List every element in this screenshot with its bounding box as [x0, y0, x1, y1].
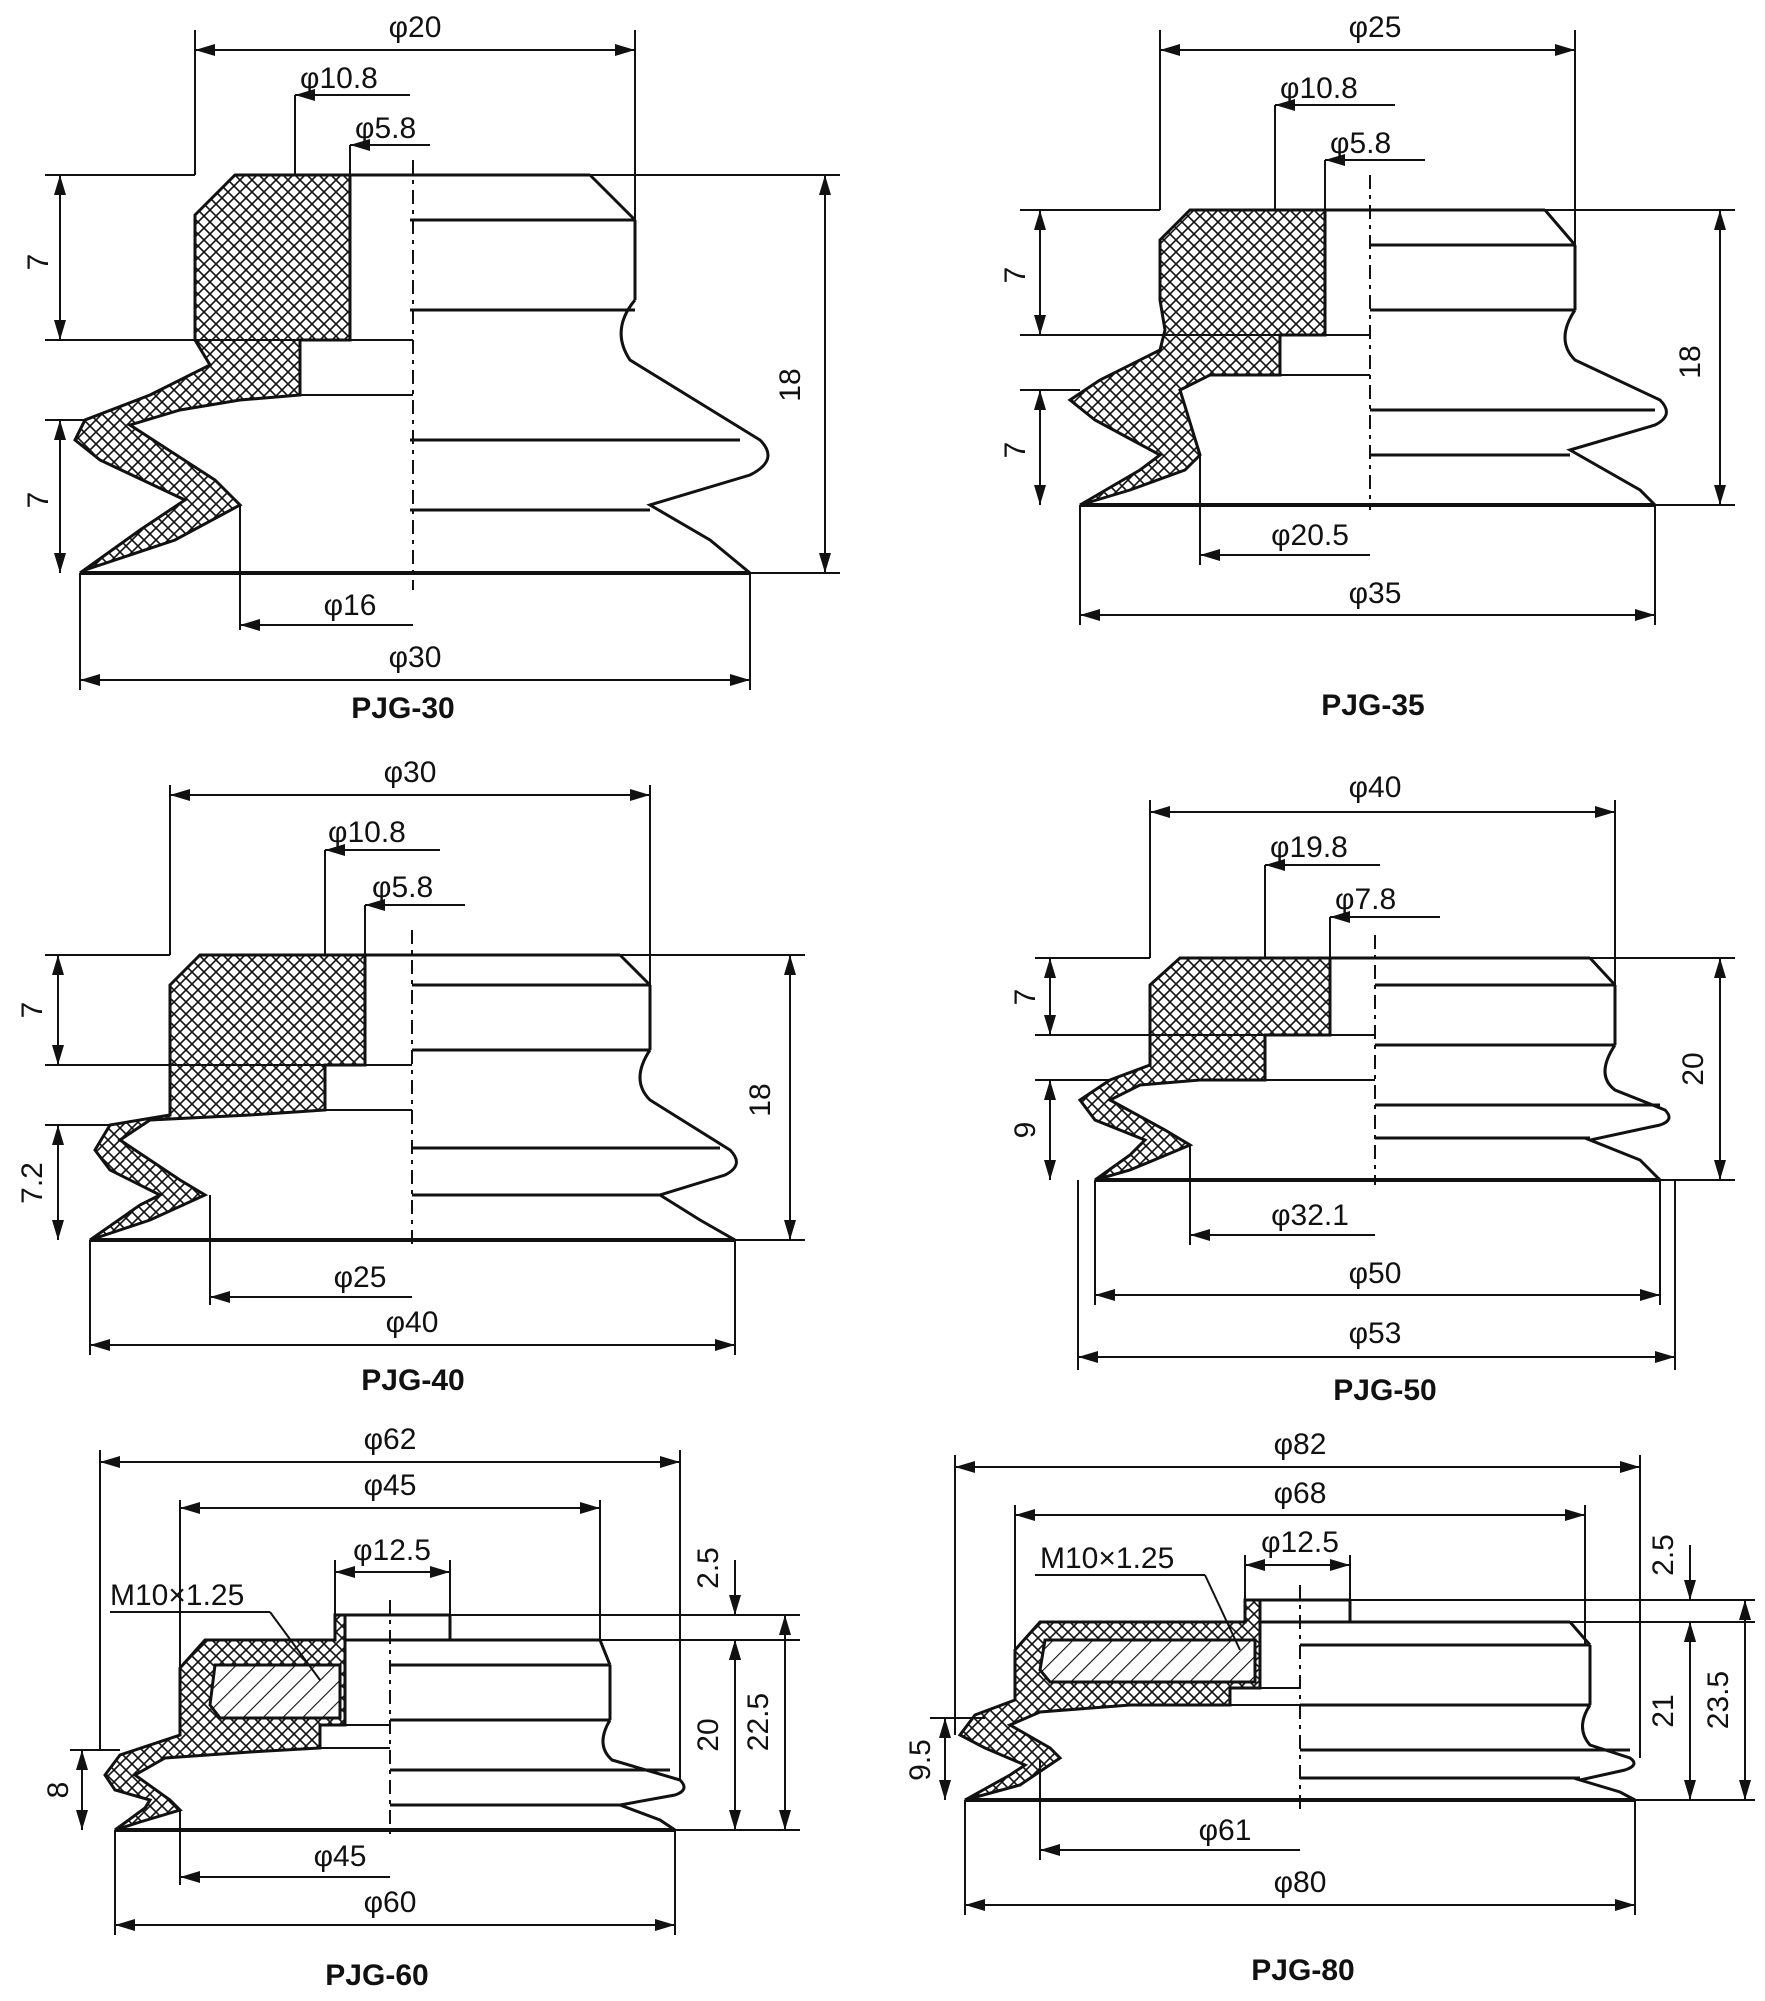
thread-spec-pjg-80: M10×1.25 — [1040, 1542, 1174, 1575]
thread-spec-pjg-60: M10×1.25 — [110, 1579, 244, 1612]
dim-left-2: 7.2 — [16, 1162, 49, 1204]
dim-top-1: φ82 — [1274, 1428, 1327, 1461]
dim-top-3: φ5.8 — [1330, 127, 1391, 160]
dim-top-1: φ25 — [1349, 11, 1402, 44]
caption-pjg-35: PJG-35 — [1321, 689, 1424, 722]
dim-left-1: 7 — [16, 1002, 49, 1019]
dim-bottom-3: φ53 — [1349, 1317, 1402, 1350]
dim-left-2: 9 — [1009, 1122, 1042, 1139]
dim-right-1: 2.5 — [692, 1547, 725, 1589]
caption-pjg-50: PJG-50 — [1333, 1374, 1436, 1407]
dim-right-1: 18 — [1674, 345, 1707, 378]
drawing-pjg-35: φ25 φ10.8 φ5.8 7 7 18 φ20.5 φ35 PJG-35 — [999, 11, 1735, 722]
cup-section-pjg-60 — [103, 1613, 347, 1832]
dim-right-1: 18 — [744, 1083, 777, 1116]
cup-section-pjg-50 — [1077, 956, 1332, 1182]
dim-bottom-2: φ80 — [1274, 1866, 1327, 1899]
dim-bottom-1: φ32.1 — [1271, 1199, 1349, 1232]
dim-top-2: φ10.8 — [328, 816, 406, 849]
drawing-pjg-40: φ30 φ10.8 φ5.8 7 7.2 18 φ25 φ40 PJG-40 — [16, 756, 805, 1397]
dim-left-1: 7 — [1009, 989, 1042, 1006]
caption-pjg-80: PJG-80 — [1251, 1954, 1354, 1987]
dim-top-3: φ5.8 — [355, 112, 416, 145]
dim-bottom-1: φ16 — [324, 589, 377, 622]
dim-top-3: φ7.8 — [1335, 883, 1396, 916]
cup-section-pjg-40 — [89, 953, 367, 1242]
dim-top-3: φ5.8 — [372, 871, 433, 904]
dim-top-2: φ19.8 — [1270, 831, 1348, 864]
dim-right-2: 20 — [692, 1718, 725, 1751]
dim-bottom-1: φ61 — [1199, 1814, 1252, 1847]
dim-right-3: 22.5 — [742, 1693, 775, 1751]
dim-bottom-2: φ60 — [364, 1886, 417, 1919]
drawing-pjg-80: φ82 φ68 φ12.5 M10×1.25 9.5 2.5 21 23.5 φ… — [904, 1428, 1755, 1987]
dim-top-1: φ30 — [384, 756, 437, 789]
dim-top-2: φ45 — [364, 1469, 417, 1502]
dim-top-2: φ10.8 — [300, 62, 378, 95]
dim-right-2: 21 — [1647, 1694, 1680, 1727]
dim-top-1: φ62 — [364, 1423, 417, 1456]
dim-top-3: φ12.5 — [1261, 1526, 1339, 1559]
cup-section-pjg-30 — [73, 173, 352, 575]
drawing-pjg-30: φ20 φ10.8 φ5.8 7 7 18 φ16 φ30 PJG-30 — [22, 11, 840, 725]
caption-pjg-60: PJG-60 — [325, 1959, 428, 1992]
dim-left-2: 7 — [999, 442, 1032, 459]
dim-right-3: 23.5 — [1702, 1671, 1735, 1729]
dim-top-1: φ40 — [1349, 771, 1402, 804]
thread-insert-pjg-60 — [208, 1663, 342, 1720]
thread-insert-pjg-80 — [1038, 1638, 1257, 1684]
drawing-pjg-60: φ62 φ45 φ12.5 M10×1.25 8 2.5 20 22.5 φ45… — [42, 1423, 800, 1992]
dim-right-1: 2.5 — [1647, 1534, 1680, 1576]
drawing-pjg-50: φ40 φ19.8 φ7.8 7 9 20 φ32.1 φ50 φ53 PJG-… — [1009, 771, 1735, 1407]
dim-left-1: 7 — [999, 267, 1032, 284]
dim-bottom-2: φ40 — [386, 1306, 439, 1339]
dim-bottom-1: φ45 — [314, 1840, 367, 1873]
dim-left-2: 7 — [22, 492, 55, 509]
dim-bottom-2: φ50 — [1349, 1257, 1402, 1290]
dim-right-1: 18 — [774, 368, 807, 401]
dim-left-1: 7 — [22, 254, 55, 271]
dim-top-2: φ10.8 — [1280, 72, 1358, 105]
caption-pjg-30: PJG-30 — [351, 692, 454, 725]
cup-section-pjg-80 — [957, 1598, 1262, 1802]
dim-right-1: 20 — [1677, 1052, 1710, 1085]
dim-left-1: 9.5 — [904, 1739, 937, 1781]
dim-bottom-2: φ30 — [389, 641, 442, 674]
caption-pjg-40: PJG-40 — [361, 1364, 464, 1397]
dim-bottom-1: φ25 — [334, 1261, 387, 1294]
dim-bottom-2: φ35 — [1349, 577, 1402, 610]
dim-top-2: φ68 — [1274, 1477, 1327, 1510]
dim-top-3: φ12.5 — [353, 1534, 431, 1567]
dim-top-1: φ20 — [389, 11, 442, 44]
cup-section-pjg-35 — [1067, 208, 1327, 507]
dim-left-1: 8 — [42, 1782, 75, 1799]
dim-bottom-1: φ20.5 — [1271, 519, 1349, 552]
